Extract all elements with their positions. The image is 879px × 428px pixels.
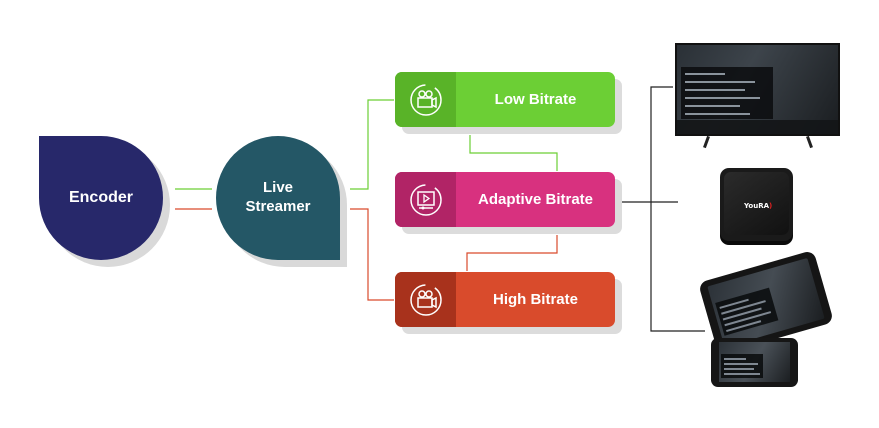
adaptive-bitrate-icon-area [395,172,456,227]
low-bitrate-label: Low Bitrate [494,91,577,108]
streamer-high-line [350,208,394,301]
high-bitrate-icon-area [395,272,456,327]
set-top-box-icon: YouRA) [720,168,793,241]
high-bitrate-box: High Bitrate [395,272,615,327]
streamer-low-line [350,99,394,190]
live-streamer-label-line1: Live [262,179,293,197]
video-camera-icon [409,83,442,116]
high-bitrate-label: High Bitrate [492,291,578,308]
play-screen-icon [409,183,442,216]
low-adaptive-line [469,135,558,171]
tv-screen [675,43,840,136]
set-top-box-logo: YouRA) [744,202,773,210]
encoder-node: Encoder [39,136,163,260]
phone-icon [711,338,798,387]
low-bitrate-box: Low Bitrate [395,72,615,127]
device-bracket-line [650,86,705,332]
encoder-label: Encoder [68,189,133,206]
live-streamer-node: Live Streamer [216,136,340,260]
adaptive-bitrate-box: Adaptive Bitrate [395,172,615,227]
adaptive-bitrate-label: Adaptive Bitrate [477,191,594,208]
tv-guide-panel [681,67,773,119]
live-streamer-label-line2: Streamer [245,198,311,215]
low-bitrate-icon-area [395,72,456,127]
adaptive-high-line [466,235,558,271]
video-camera-icon [409,283,442,316]
live-streamer-label: Live Streamer [245,179,310,217]
